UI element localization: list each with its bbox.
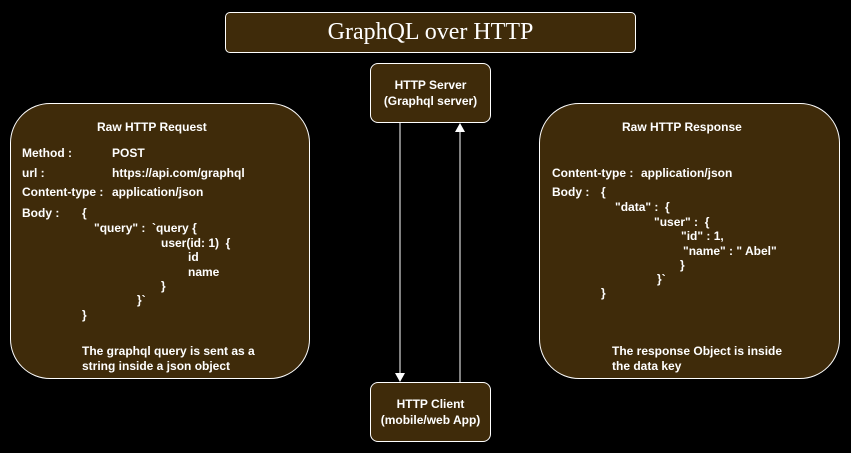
server-label: HTTP Server [394,78,467,92]
raw-http-request-panel: Raw HTTP Request Method : POST url : htt… [10,103,310,379]
response-body-line: { [601,185,606,199]
request-note-line: The graphql query is sent as a [82,344,255,358]
request-body-line: } [161,279,166,293]
http-server-node: HTTP Server (Graphql server) [370,63,491,123]
url-label: url : [22,166,45,180]
response-content-type-label: Content-type : [552,166,634,180]
request-arrowhead [395,373,405,382]
response-arrowhead [455,123,465,132]
diagram-title: GraphQL over HTTP [327,19,534,45]
response-body-label: Body : [552,185,590,199]
request-body-line: "query" : `query { [94,221,197,235]
client-label: HTTP Client [396,397,465,411]
request-body-line: }` [137,293,146,307]
request-body-line: } [82,308,87,322]
request-panel-title: Raw HTTP Request [97,120,207,134]
diagram-title-box: GraphQL over HTTP [225,12,636,53]
client-sublabel: (mobile/web App) [380,413,481,427]
request-body-line: id [188,250,199,264]
response-body-line: "name" : " Abel" [683,244,777,258]
method-value: POST [112,146,145,160]
request-body-label: Body : [22,206,60,220]
response-body-line: } [601,286,606,300]
response-body-line: } [680,258,685,272]
request-content-type-value: application/json [112,185,204,199]
http-client-node: HTTP Client (mobile/web App) [370,382,491,442]
response-content-type-value: application/json [641,166,733,180]
raw-http-response-panel: Raw HTTP Response Content-type : applica… [539,103,840,379]
request-body-line: user(id: 1) { [161,236,231,250]
response-note-line: The response Object is inside [612,344,783,358]
method-label: Method : [22,146,72,160]
request-content-type-label: Content-type : [22,185,104,199]
response-body-line: "user" : { [654,215,710,229]
response-note-line: the data key [612,359,682,373]
request-body-line: { [82,206,87,220]
server-sublabel: (Graphql server) [383,94,478,108]
response-body-line: "id" : 1, [681,229,724,243]
request-body-line: name [188,265,220,279]
request-note-line: string inside a json object [82,359,231,373]
url-value: https://api.com/graphql [112,166,245,180]
response-panel-title: Raw HTTP Response [622,120,742,134]
response-body-line: }` [657,272,666,286]
response-body-line: "data" : { [615,200,670,214]
